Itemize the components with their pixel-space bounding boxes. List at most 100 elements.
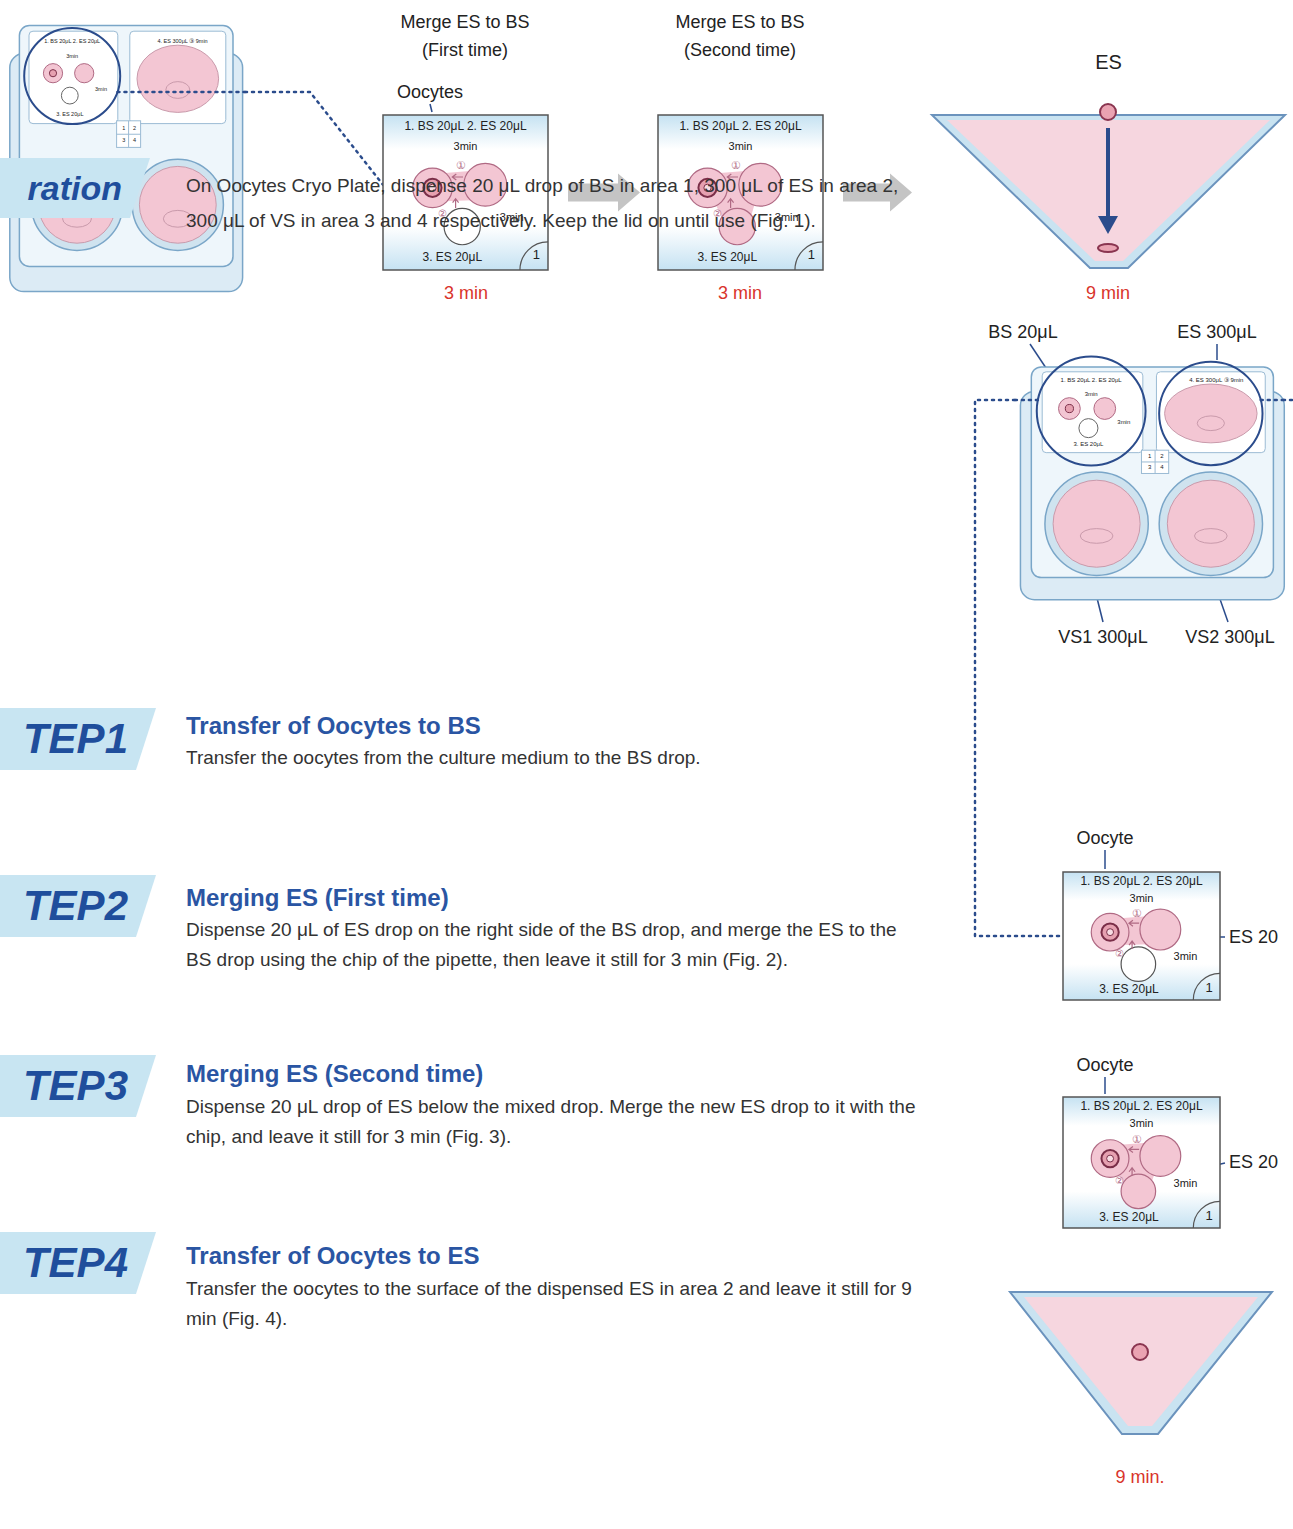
dotted-connector	[245, 92, 383, 185]
node-text: 1	[808, 248, 815, 262]
vs-well	[1045, 472, 1148, 575]
node-text: 3. ES 20μL	[697, 251, 757, 264]
banner-shape	[0, 1232, 156, 1294]
merge-arrow	[1129, 1168, 1135, 1176]
node-text: 3min	[1130, 1117, 1154, 1129]
es-well	[1165, 384, 1257, 443]
area-grid	[117, 121, 141, 148]
es-drop	[75, 64, 94, 83]
node-text: ②	[1115, 1174, 1124, 1185]
node-text: 1. BS 20μL 2. ES 20μL	[1080, 1100, 1202, 1113]
drop-panel: 1. BS 20μL 2. ES 20μL3min①②3min3. ES 20μ…	[1063, 872, 1220, 1000]
corner-mark	[795, 242, 823, 270]
panel-frame	[1063, 1097, 1220, 1228]
oocyte	[1101, 924, 1118, 941]
step-banner: TEP2	[0, 875, 156, 937]
step-heading: Merging ES (Second time)	[186, 1060, 483, 1088]
node-text: 1. BS 20μL 2. ES 20μL	[1061, 377, 1122, 384]
area-grid	[1141, 461, 1168, 462]
node-text: ration	[28, 169, 122, 208]
dotted-line	[1015, 399, 1038, 402]
vs-well	[1159, 472, 1262, 575]
es-drop	[1121, 1174, 1156, 1209]
node-text: 1	[533, 248, 540, 262]
figure-heading: Merge ES to BS (Second time)	[653, 8, 828, 64]
node-text: 3min	[1174, 1177, 1198, 1189]
step-heading: Merging ES (First time)	[186, 884, 449, 912]
merge-arrow	[1129, 1146, 1139, 1152]
banner-shape	[0, 708, 156, 770]
cryo-plate: 1. BS 20μL 2. ES 20μL3min3min3. ES 20μL4…	[1015, 362, 1287, 607]
part-label: ES 20	[1229, 1151, 1278, 1173]
oocyte	[1100, 104, 1116, 120]
step-text: Dispense 20 μL drop of ES below the mixe…	[186, 1092, 926, 1152]
es-drop	[1121, 947, 1156, 982]
node-text: 1. BS 20μL 2. ES 20μL	[404, 120, 526, 133]
corner-mark	[1193, 1201, 1220, 1228]
node-shape	[1063, 1097, 1220, 1228]
oocyte-core	[1107, 929, 1114, 936]
step-banner: ration	[0, 158, 150, 218]
dotted-line	[117, 91, 245, 94]
drop-panel: 1. BS 20μL 2. ES 20μL3min①②3min3. ES 20μ…	[1063, 1097, 1220, 1228]
leader-line	[1104, 1077, 1106, 1094]
step-banner: TEP3	[0, 1055, 156, 1117]
node-text: 4. ES 300μL ③ 9min	[1189, 377, 1243, 384]
cup-outline	[932, 115, 1285, 268]
part-label: ES 300μL	[1177, 321, 1256, 343]
node-text: ②	[1115, 947, 1124, 958]
cup-liquid	[947, 120, 1270, 261]
well-bottom	[1195, 529, 1228, 544]
compartment	[29, 31, 118, 123]
sink-arrow	[1106, 128, 1110, 218]
node-shape	[1015, 362, 1287, 607]
node-text: ①	[456, 159, 466, 171]
area-grid	[117, 134, 141, 135]
time-label: 9 min	[1086, 283, 1130, 304]
leader-line	[1104, 850, 1106, 869]
node-text: 1. BS 20μL 2. ES 20μL	[1080, 875, 1202, 888]
node-text: 4. ES 300μL ③ 9min	[158, 38, 208, 44]
node-text: 3	[122, 137, 125, 143]
node-text: 3min	[1085, 391, 1098, 398]
banner-shape	[0, 158, 150, 218]
part-label: BS 20μL	[988, 321, 1057, 343]
area-grid	[1141, 450, 1168, 473]
node-text: 3. ES 20μL	[422, 251, 482, 264]
panel-frame	[1063, 872, 1220, 1000]
oocyte	[1101, 1150, 1118, 1167]
magnifier-circle	[1037, 357, 1146, 466]
node-text: ①	[1132, 1133, 1142, 1145]
step-banner: TEP1	[0, 708, 156, 770]
bs-drop	[1091, 913, 1129, 951]
node-text: 3min	[66, 53, 78, 59]
node-text: 3. ES 20μL	[1099, 983, 1159, 996]
part-label: Oocyte	[1076, 827, 1133, 849]
node-text: 4	[1160, 464, 1163, 471]
es-drop	[1094, 398, 1116, 420]
part-label: ES 20	[1229, 926, 1278, 948]
node-text: 3min	[729, 140, 753, 152]
vs-liquid	[1053, 480, 1140, 567]
node-text: 1	[1205, 1208, 1212, 1222]
node-shape	[930, 40, 1287, 275]
node-text: 3. ES 20μL	[56, 111, 83, 117]
part-label: Oocyte	[1076, 1054, 1133, 1076]
step-text: On Oocytes Cryo Plate, dispense 20 μL dr…	[186, 168, 926, 238]
time-label: 3 min	[444, 283, 488, 304]
magnifier-circle	[1159, 362, 1262, 465]
vs-well	[132, 159, 223, 250]
well-bottom	[1197, 416, 1224, 431]
part-label: VS2 300μL	[1185, 626, 1274, 648]
magnifier-circle	[24, 28, 120, 124]
leader-line	[1216, 344, 1218, 360]
cup-outline	[1010, 1292, 1272, 1434]
compartment	[1156, 372, 1265, 453]
sink-arrowhead	[1098, 216, 1118, 234]
well-bottom	[166, 82, 190, 99]
es-drop	[1079, 419, 1098, 438]
plate-tray	[1031, 367, 1273, 578]
corner-mark	[1193, 973, 1220, 1000]
part-label: VS1 300μL	[1058, 626, 1147, 648]
